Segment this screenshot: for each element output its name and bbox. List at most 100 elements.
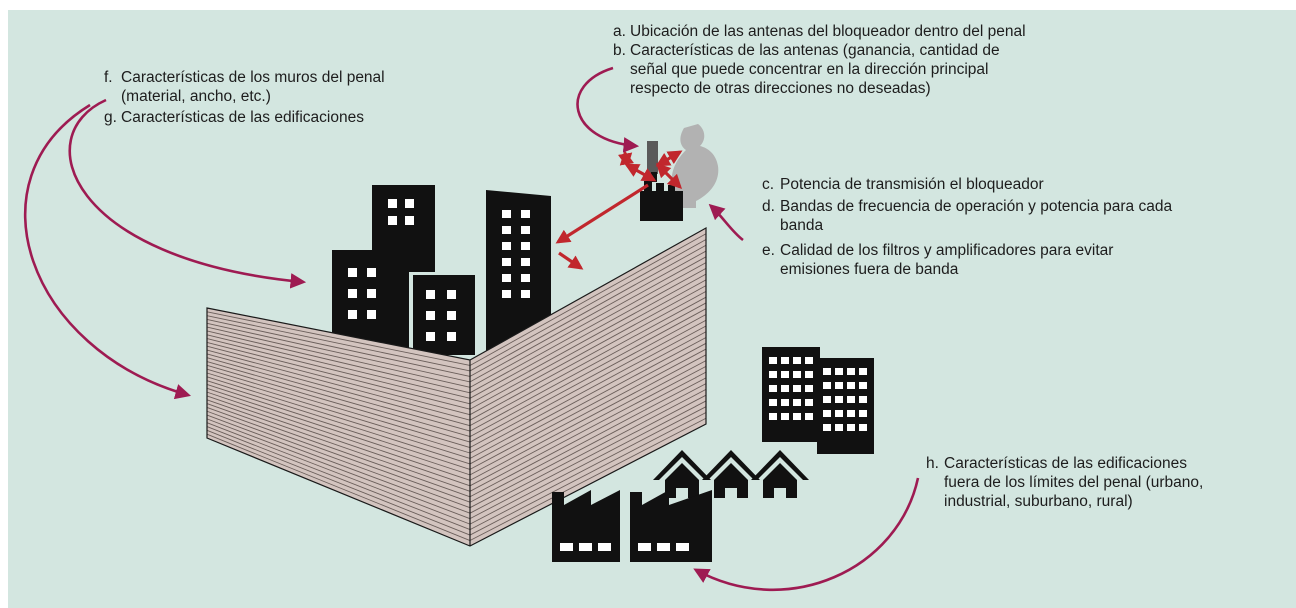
label-c: c.Potencia de transmisión el bloqueador — [762, 175, 1044, 194]
window — [426, 311, 435, 320]
wall-siding-line — [469, 319, 707, 448]
label-f-text: Características de los muros del penal (… — [121, 69, 385, 105]
window — [560, 543, 573, 551]
wall-siding-line — [469, 256, 707, 388]
signal-arrow — [558, 251, 584, 270]
window — [769, 399, 777, 406]
pointer-arrow-buildings — [68, 98, 307, 289]
wall-siding-line — [206, 399, 471, 492]
wall-siding-line — [206, 422, 471, 525]
wall-siding-line — [469, 331, 707, 459]
window — [805, 413, 813, 420]
pointer-arrow-outside — [693, 477, 920, 592]
wall-siding-line — [469, 406, 707, 530]
window — [847, 396, 855, 403]
window — [521, 258, 530, 266]
label-a-text: Ubicación de las antenas del bloqueador … — [630, 23, 1026, 40]
wall-siding-line — [206, 361, 471, 438]
window — [859, 424, 867, 431]
window — [521, 274, 530, 282]
window — [348, 289, 357, 298]
window — [447, 311, 456, 320]
wall-siding-line — [469, 348, 707, 476]
label-f: f. Características de los muros del penal… — [104, 68, 385, 106]
outside-factories — [552, 490, 712, 562]
wall-siding-line — [469, 308, 707, 437]
label-a-marker: a. — [613, 23, 626, 40]
label-b-text: Características de las antenas (ganancia… — [630, 42, 1000, 97]
window — [769, 357, 777, 364]
signal-arrow — [655, 150, 683, 167]
wall-siding-line — [469, 262, 707, 394]
wall-siding-line — [469, 365, 707, 492]
window — [793, 371, 801, 378]
wall-siding-line — [206, 384, 471, 470]
signal-arrow — [655, 162, 683, 190]
wall-siding-line — [469, 377, 707, 503]
label-g-marker: g. — [104, 109, 117, 126]
window — [502, 258, 511, 266]
wall-siding-line — [206, 376, 471, 459]
label-h-text: Características de las edificaciones fue… — [944, 455, 1204, 510]
prison-wall-icon — [206, 226, 707, 547]
window — [859, 396, 867, 403]
window — [598, 543, 611, 551]
outside-buildings — [762, 347, 874, 454]
window — [521, 290, 530, 298]
label-d-marker: d. — [762, 198, 775, 215]
window — [805, 399, 813, 406]
window — [502, 242, 511, 250]
window — [793, 413, 801, 420]
wall-siding-line — [469, 371, 707, 498]
window — [388, 216, 397, 225]
wall-siding-line — [206, 330, 471, 394]
label-f-marker: f. — [104, 69, 113, 86]
wall-siding-line — [469, 302, 707, 432]
window — [367, 310, 376, 319]
wall-siding-line — [206, 315, 471, 372]
wall-siding-line — [206, 406, 471, 503]
wall-siding-line — [206, 387, 471, 476]
window — [502, 226, 511, 234]
window — [405, 216, 414, 225]
window — [847, 410, 855, 417]
wall-siding-line — [469, 279, 707, 410]
wall-siding-line — [206, 418, 471, 520]
window — [638, 543, 651, 551]
window — [835, 368, 843, 375]
window — [405, 199, 414, 208]
wall-siding-line — [206, 311, 471, 366]
window — [502, 290, 511, 298]
wall-siding-line — [206, 414, 471, 514]
window — [835, 410, 843, 417]
window — [367, 289, 376, 298]
building-icon — [372, 185, 435, 272]
outside-houses — [653, 450, 809, 498]
window — [793, 385, 801, 392]
window — [579, 543, 592, 551]
window — [781, 357, 789, 364]
label-d: d.Bandas de frecuencia de operación y po… — [762, 197, 1172, 235]
wall-siding-line — [206, 395, 471, 487]
wall-siding-line — [206, 364, 471, 443]
antenna-icon — [647, 141, 658, 174]
wall-siding-line — [206, 372, 471, 454]
window — [823, 382, 831, 389]
pointer-arrow-antenna — [576, 66, 640, 153]
prison-buildings — [332, 185, 551, 355]
diagram-illustration — [8, 10, 1296, 608]
window — [426, 332, 435, 341]
label-e-marker: e. — [762, 242, 775, 259]
wall-siding-line — [206, 353, 471, 427]
window — [823, 424, 831, 431]
window — [348, 268, 357, 277]
window — [447, 290, 456, 299]
wall-siding-line — [206, 410, 471, 509]
window — [805, 357, 813, 364]
window — [769, 413, 777, 420]
pointer-arrows — [24, 66, 920, 592]
window — [805, 371, 813, 378]
wall-siding-line — [206, 341, 471, 410]
window — [835, 424, 843, 431]
window — [847, 368, 855, 375]
